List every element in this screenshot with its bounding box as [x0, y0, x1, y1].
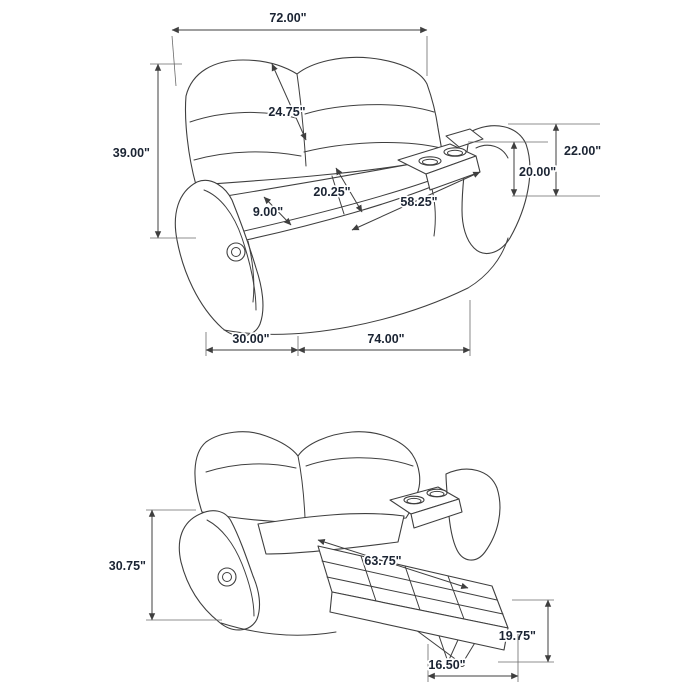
dim-label-depth-left: 30.00"	[232, 332, 269, 346]
left-arm-roll	[203, 189, 257, 311]
dim-arm-height: 22.00"	[508, 123, 603, 197]
console-front-reclined	[410, 498, 463, 529]
dim-label-seat-front: 9.00"	[253, 205, 283, 219]
sofa-reclined-drawing	[178, 431, 509, 667]
dim-base-width: 74.00"	[297, 300, 471, 356]
right-arm-roll	[475, 144, 509, 159]
power-button	[226, 242, 246, 262]
dim-console-height: 20.00"	[468, 141, 558, 197]
dim-seat-depth: 20.25"	[312, 167, 363, 213]
seam-lines-reclined	[205, 455, 414, 519]
left-arm-roll-reclined	[206, 519, 255, 617]
backrest-reclined	[194, 431, 421, 524]
dim-label-console-height: 20.00"	[519, 165, 556, 179]
dim-reclined-length: 63.75"	[317, 539, 469, 589]
cupholders	[418, 147, 467, 166]
dim-label-overall-height: 39.00"	[113, 146, 150, 160]
dim-seat-front: 9.00"	[251, 196, 292, 226]
base-line-reclined	[220, 622, 337, 636]
dim-seat-width: 58.25"	[351, 171, 481, 231]
dim-label-arm-height: 22.00"	[564, 144, 601, 158]
dim-back-cushion: 24.75"	[267, 63, 307, 141]
footrest-front	[329, 591, 509, 651]
dim-label-overall-width: 72.00"	[269, 11, 306, 25]
left-arm	[174, 180, 264, 337]
dim-label-reclined-height: 30.75"	[109, 559, 146, 573]
dim-label-footrest-height: 19.75"	[499, 629, 536, 643]
dim-label-footrest-depth: 16.50"	[428, 658, 465, 672]
cupholders-reclined	[403, 488, 448, 505]
dim-overall-height: 39.00"	[111, 63, 196, 239]
dim-footrest-depth: 16.50"	[427, 634, 519, 682]
console-lid	[445, 128, 484, 148]
dim-depth-left: 30.00"	[205, 330, 299, 356]
dim-label-reclined-length: 63.75"	[364, 554, 401, 568]
dim-label-seat-depth: 20.25"	[313, 185, 350, 199]
right-arm	[461, 125, 531, 254]
dim-footrest-height: 19.75"	[497, 599, 554, 663]
power-button-reclined	[217, 567, 237, 587]
dim-label-back-cushion: 24.75"	[268, 105, 305, 119]
dim-reclined-height: 30.75"	[107, 509, 222, 621]
dim-label-base-width: 74.00"	[367, 332, 404, 346]
dim-overall-width: 72.00"	[171, 9, 428, 87]
dim-label-seat-width: 58.25"	[400, 195, 437, 209]
left-arm-reclined	[178, 510, 261, 631]
